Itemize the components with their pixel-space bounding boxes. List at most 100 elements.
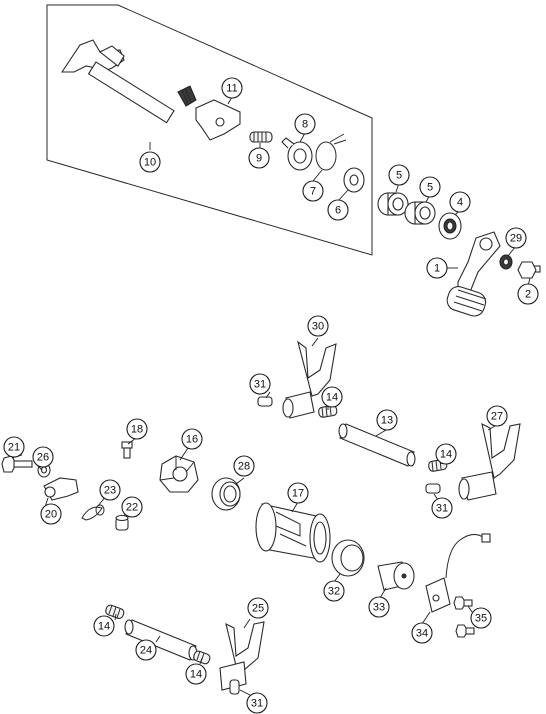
callout-label: 16: [186, 434, 198, 446]
spring-9: [249, 131, 273, 143]
pin-31a: [257, 396, 273, 407]
shift-fork-27: [458, 422, 521, 501]
callout-label: 14: [440, 449, 452, 461]
callout-label: 8: [302, 119, 308, 131]
callout-label: 20: [45, 509, 57, 521]
callout-label: 6: [335, 205, 341, 217]
callout-label: 31: [251, 698, 263, 710]
callout-c20: 20: [40, 503, 62, 525]
pin-31c: [229, 679, 240, 695]
callout-c30: 30: [307, 315, 329, 337]
callout-c31c: 31: [246, 692, 268, 714]
spring-14d: [193, 650, 211, 665]
callout-circle: [181, 428, 203, 450]
callout-label: 1: [434, 263, 440, 275]
callout-label: 7: [310, 186, 316, 198]
callout-c1: 1: [426, 257, 448, 279]
callout-c35: 35: [470, 607, 492, 629]
callout-c7: 7: [302, 180, 324, 202]
callout-c9: 9: [248, 147, 270, 169]
callout-circle: [233, 455, 255, 477]
callout-circle: [470, 607, 492, 629]
callout-circle: [426, 257, 448, 279]
callout-circle: [327, 199, 349, 221]
leader-lines: [11, 96, 531, 696]
callout-label: 30: [312, 321, 324, 333]
callout-label: 9: [256, 153, 262, 165]
pin-31b: [425, 483, 441, 494]
screw-35a: [453, 596, 473, 610]
callout-label: 25: [252, 603, 264, 615]
callout-c8: 8: [294, 113, 316, 135]
callout-c13: 13: [376, 409, 398, 431]
bushing-5a: [377, 192, 409, 216]
washer-6: [343, 167, 365, 193]
callout-label: 14: [98, 621, 110, 633]
callout-label: 31: [436, 503, 448, 515]
callout-c26: 26: [32, 446, 54, 468]
callout-circle: [431, 497, 453, 519]
callout-label: 26: [37, 452, 49, 464]
callout-circle: [3, 436, 25, 458]
callout-circle: [249, 373, 271, 395]
callout-circle: [376, 409, 398, 431]
shift-drum-17: [255, 502, 331, 563]
callout-c14d: 14: [185, 663, 207, 685]
callout-label: 35: [475, 613, 487, 625]
callout-c18: 18: [126, 418, 148, 440]
callout-c21: 21: [3, 436, 25, 458]
sensor-33: [377, 561, 415, 591]
callout-c14c: 14: [93, 615, 115, 637]
callout-c24: 24: [135, 639, 157, 661]
callout-c32: 32: [323, 580, 345, 602]
callout-label: 29: [510, 233, 522, 245]
detent-lever-20: [43, 477, 79, 501]
callout-circle: [247, 597, 269, 619]
shift-shaft: [60, 39, 197, 124]
callout-circle: [368, 596, 390, 618]
shift-fork-25: [219, 621, 265, 691]
callout-c22: 22: [121, 496, 143, 518]
callout-c14b: 14: [435, 443, 457, 465]
callout-label: 18: [131, 424, 143, 436]
callout-c23: 23: [99, 479, 121, 501]
callout-circle: [121, 496, 143, 518]
callout-c5b: 5: [419, 176, 441, 198]
shift-fork-30: [282, 340, 337, 419]
callout-c10: 10: [139, 151, 161, 173]
callout-c31b: 31: [431, 497, 453, 519]
callout-circle: [486, 405, 508, 427]
spring-14a: [318, 404, 338, 418]
washer-29: [499, 254, 513, 270]
callout-circle: [419, 176, 441, 198]
callout-circle: [287, 482, 309, 504]
callout-label: 11: [226, 83, 237, 95]
callout-c33: 33: [368, 596, 390, 618]
callout-circle: [40, 503, 62, 525]
shift-rail-24: [124, 619, 198, 661]
callout-c29: 29: [505, 227, 527, 249]
callout-c6: 6: [327, 199, 349, 221]
callout-label: 22: [126, 502, 138, 514]
callout-label: 31: [254, 379, 266, 391]
sleeve-8: [281, 137, 313, 171]
callout-label: 14: [326, 392, 338, 404]
callout-circle: [505, 227, 527, 249]
callout-circle: [139, 151, 161, 173]
spring-23: [81, 504, 105, 521]
callout-c2: 2: [517, 283, 539, 305]
callout-c17: 17: [287, 482, 309, 504]
callout-circle: [321, 386, 343, 408]
callout-circle: [246, 692, 268, 714]
callout-label: 5: [396, 170, 402, 182]
callout-circle: [126, 418, 148, 440]
screw-35b: [455, 624, 475, 638]
callout-circle: [32, 446, 54, 468]
gear-sensor-34: [425, 533, 491, 613]
return-spring-7: [315, 133, 347, 171]
bearing-32: [331, 539, 365, 577]
shift-plate: [195, 99, 241, 141]
callout-c16: 16: [181, 428, 203, 450]
